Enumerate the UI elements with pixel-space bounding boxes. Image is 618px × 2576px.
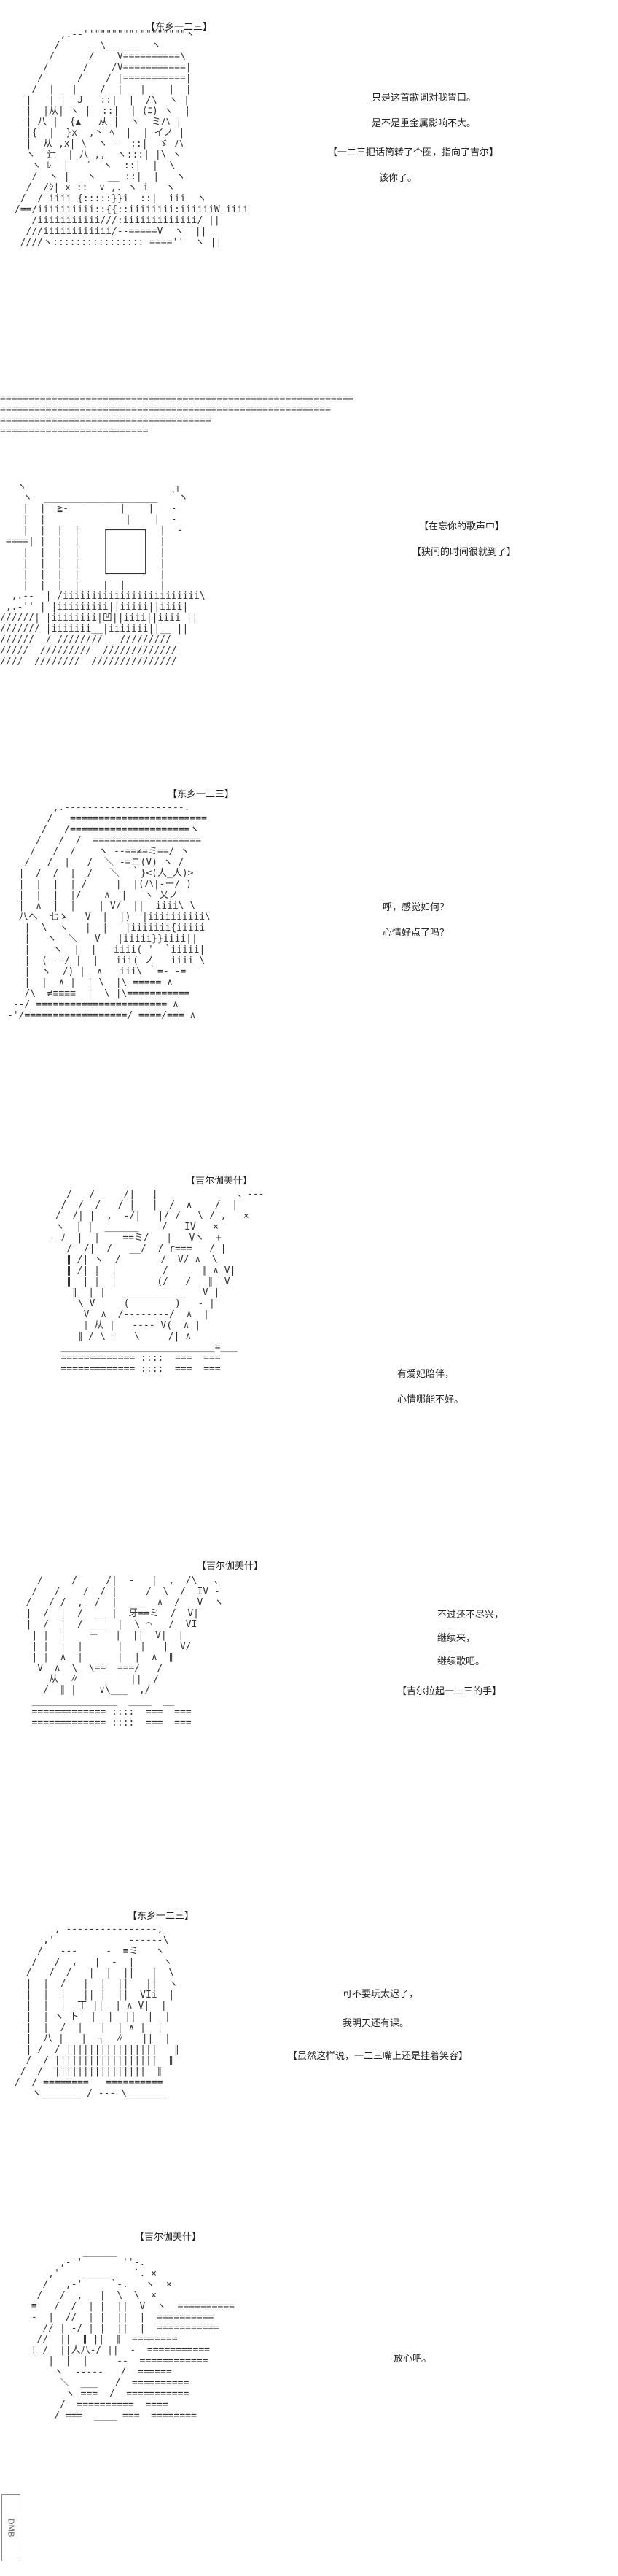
separator-row: ========================================… (0, 393, 354, 404)
watermark-logo: DMB (1, 2494, 20, 2561)
dialogue-line: 继续来， (437, 1633, 476, 1644)
dialogue-line: 心情好点了吗？ (383, 928, 450, 939)
dialogue-line: 有爱妃陪伴， (397, 1369, 455, 1380)
panel-2: ヽ ┐ ヽ ____________________ ｀ヽ | | ≧‐ | |… (0, 467, 618, 759)
separator-row: ===================================== (0, 415, 211, 426)
panel-3: 【东乡一二三】 ,.-‐‐‐‐‐‐‐‐‐‐‐‐‐‐‐‐‐‐‐‐. / =====… (0, 780, 618, 1160)
narration-line: 【在忘你的歌声中】 (419, 521, 505, 532)
dialogue-line: 呼，感觉如何？ (383, 902, 450, 913)
dialogue-line: 继续歌吧。 (437, 1656, 485, 1667)
ascii-art-figure: ,.-‐‐‐‐‐‐‐‐‐‐‐‐‐‐‐‐‐‐‐‐. / =============… (7, 802, 211, 1021)
ascii-art-figure: / / /| ‐ | , /\ 、 / / / / | / \ / IV ‐ /… (26, 1575, 224, 1729)
narration-line: 【一二三把话筒转了个圈，指向了吉尔】 (328, 147, 499, 158)
panel-4: 【吉尔伽美什】 / / /| | 、‐‐‐ / / / / | | / ∧ / … (0, 1167, 618, 1546)
speaker-label: 【吉尔伽美什】 (197, 1561, 264, 1572)
panel-1: 【东乡一二三】 ,.-‐''""""""""""""""""ヽ / \_____… (0, 0, 618, 379)
speaker-label: 【东乡一二三】 (168, 789, 235, 800)
narration-line: 【吉尔拉起一二三的手】 (397, 1686, 502, 1697)
ascii-art-figure: , -‐‐‐‐‐‐‐‐‐‐‐‐‐‐‐, ,' -‐‐‐‐‐\ / ‐‐‐ ‐ ≡… (15, 1924, 179, 2099)
separator-row: ========================================… (0, 404, 331, 415)
panel-6: 【东乡一二三】 , -‐‐‐‐‐‐‐‐‐‐‐‐‐‐‐, ,' -‐‐‐‐‐\ /… (0, 1904, 618, 2217)
speaker-label: 【东乡一二三】 (146, 22, 213, 33)
speaker-label: 【吉尔伽美什】 (186, 1176, 253, 1187)
ascii-art-figure: / / /| | 、‐‐‐ / / / / | | / ∧ / | / /| |… (49, 1189, 265, 1375)
narration-line: 【狭间的时间很就到了】 (412, 547, 517, 558)
dialogue-line: 心情哪能不好。 (397, 1394, 464, 1405)
separator-row: ========================== (0, 426, 149, 437)
dialogue-line: 不过还不尽兴， (437, 1610, 504, 1621)
ascii-art-figure: ,.-‐''""""""""""""""""ヽ / \______ ヽ / / … (15, 29, 249, 248)
ascii-art-figure: ______ ,-'' ''-. ,' _____ `. × / ,-' `-.… (31, 2246, 235, 2421)
dialogue-line: 可不要玩太迟了， (343, 1989, 419, 2000)
panel-5: 【吉尔伽美什】 / / /| ‐ | , /\ 、 / / / / | / \ … (0, 1553, 618, 1904)
dialogue-line: 是不是重金属影响不大。 (372, 118, 477, 129)
speaker-label: 【吉尔伽美什】 (135, 2232, 202, 2243)
ascii-art-scene: ヽ ┐ ヽ ____________________ ｀ヽ | | ≧‐ | |… (0, 481, 206, 667)
dialogue-line: 我明天还有课。 (343, 2018, 410, 2029)
speaker-label: 【东乡一二三】 (128, 1911, 195, 1922)
narration-line: 【虽然这样说，一二三嘴上还是挂着笑容】 (288, 2051, 469, 2062)
dialogue-line: 该你了。 (379, 173, 418, 184)
dialogue-line: 只是这首歌词对我胃口。 (372, 93, 477, 104)
dialogue-line: 放心吧。 (394, 2354, 432, 2364)
panel-7: 【吉尔伽美什】 ______ ,-'' ''-. ,' _____ `. × /… (0, 2224, 618, 2576)
